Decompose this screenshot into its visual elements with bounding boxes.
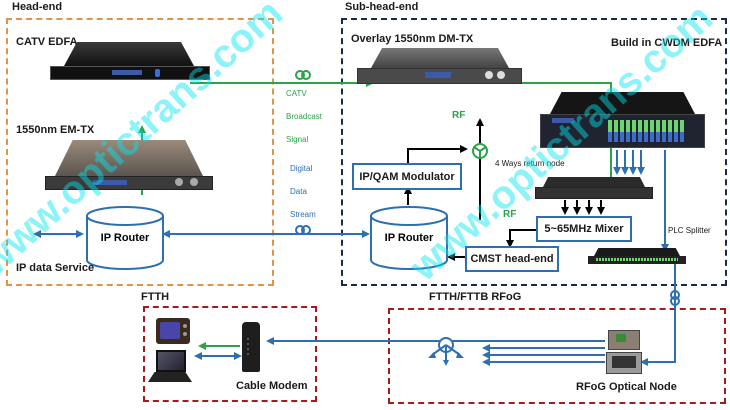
- dm-tx-label: Overlay 1550nm DM-TX: [351, 33, 474, 45]
- plc-splitter-label: PLC Splitter: [668, 226, 711, 235]
- plc-splitter-device: [588, 248, 686, 266]
- catv-edfa-label: CATV EDFA: [16, 36, 78, 48]
- laptop-icon: [148, 350, 192, 386]
- rfog-zone: [388, 308, 726, 404]
- cable-modem-icon: [242, 322, 260, 372]
- mixer-to-cmst-line: [506, 229, 537, 248]
- ftth-title: FTTH: [141, 291, 170, 303]
- cable-modem-label: Cable Modem: [236, 380, 308, 392]
- ip-data-service-label: IP data Service: [16, 262, 95, 274]
- rf-splitter-icon: [428, 337, 464, 366]
- digital-data-note: Digital Data Stream: [290, 164, 316, 219]
- rfog-title: FTTH/FTTB RFoG: [429, 291, 522, 303]
- ip-router-right: IP Router: [370, 206, 448, 270]
- fiber-coil-icon: [295, 225, 311, 235]
- ip-router-left: IP Router: [86, 206, 164, 270]
- rf-combiner-icon: [472, 143, 488, 159]
- rf-label-bottom: RF: [503, 209, 517, 220]
- cmst-box: CMST head-end: [465, 246, 559, 272]
- ftth-zone: [143, 306, 317, 402]
- cwdm-edfa-device: [540, 92, 705, 150]
- tv-icon: [156, 318, 190, 344]
- dm-tx-device: [357, 48, 522, 88]
- rfog-node-label: RFoG Optical Node: [576, 381, 677, 393]
- head-end-title: Head-end: [12, 1, 63, 13]
- rf-label-top: RF: [452, 110, 466, 121]
- return-node-device: [535, 177, 653, 201]
- head-end-zone: [6, 18, 274, 286]
- catv-edfa-device: [50, 42, 210, 82]
- splitter-to-node-line: [640, 262, 676, 366]
- fiber-coil-icon: [670, 290, 680, 306]
- em-tx-label: 1550nm EM-TX: [16, 124, 95, 136]
- rfog-node-icon: [604, 330, 644, 376]
- return-node-label: 4 Ways return node: [495, 159, 565, 168]
- mixer-box: 5~65MHz Mixer: [536, 216, 632, 242]
- ip-router-right-label: IP Router: [384, 232, 434, 244]
- fiber-coil-icon: [295, 70, 311, 80]
- sub-head-end-title: Sub-head-end: [345, 1, 419, 13]
- cwdm-edfa-label: Build in CWDM EDFA: [611, 37, 723, 49]
- catv-broadcast-note: CATV Broadcast Signal: [286, 89, 323, 144]
- em-tx-device: [45, 140, 213, 192]
- qam-modulator-box: IP/QAM Modulator: [352, 163, 462, 190]
- ip-router-left-label: IP Router: [100, 232, 150, 244]
- sub-head-end-zone: [341, 18, 727, 286]
